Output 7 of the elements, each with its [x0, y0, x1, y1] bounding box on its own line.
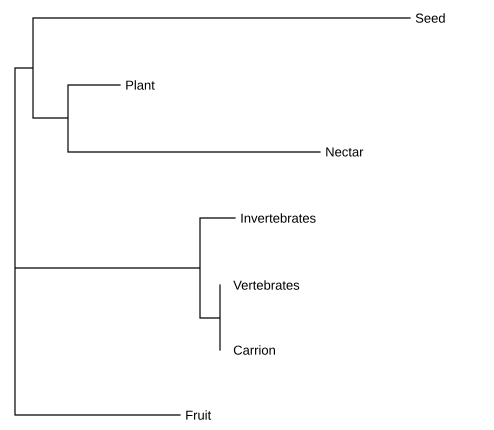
- leaf-label: Seed: [416, 13, 445, 23]
- leaf-label: Plant: [126, 80, 155, 90]
- leaf-label: Vertebrates: [233, 280, 300, 290]
- leaf-label: Fruit: [186, 410, 212, 420]
- leaf-label: Nectar: [326, 147, 364, 157]
- leaf-label: Carrion: [234, 345, 275, 355]
- leaf-label: Invertebrates: [241, 213, 316, 223]
